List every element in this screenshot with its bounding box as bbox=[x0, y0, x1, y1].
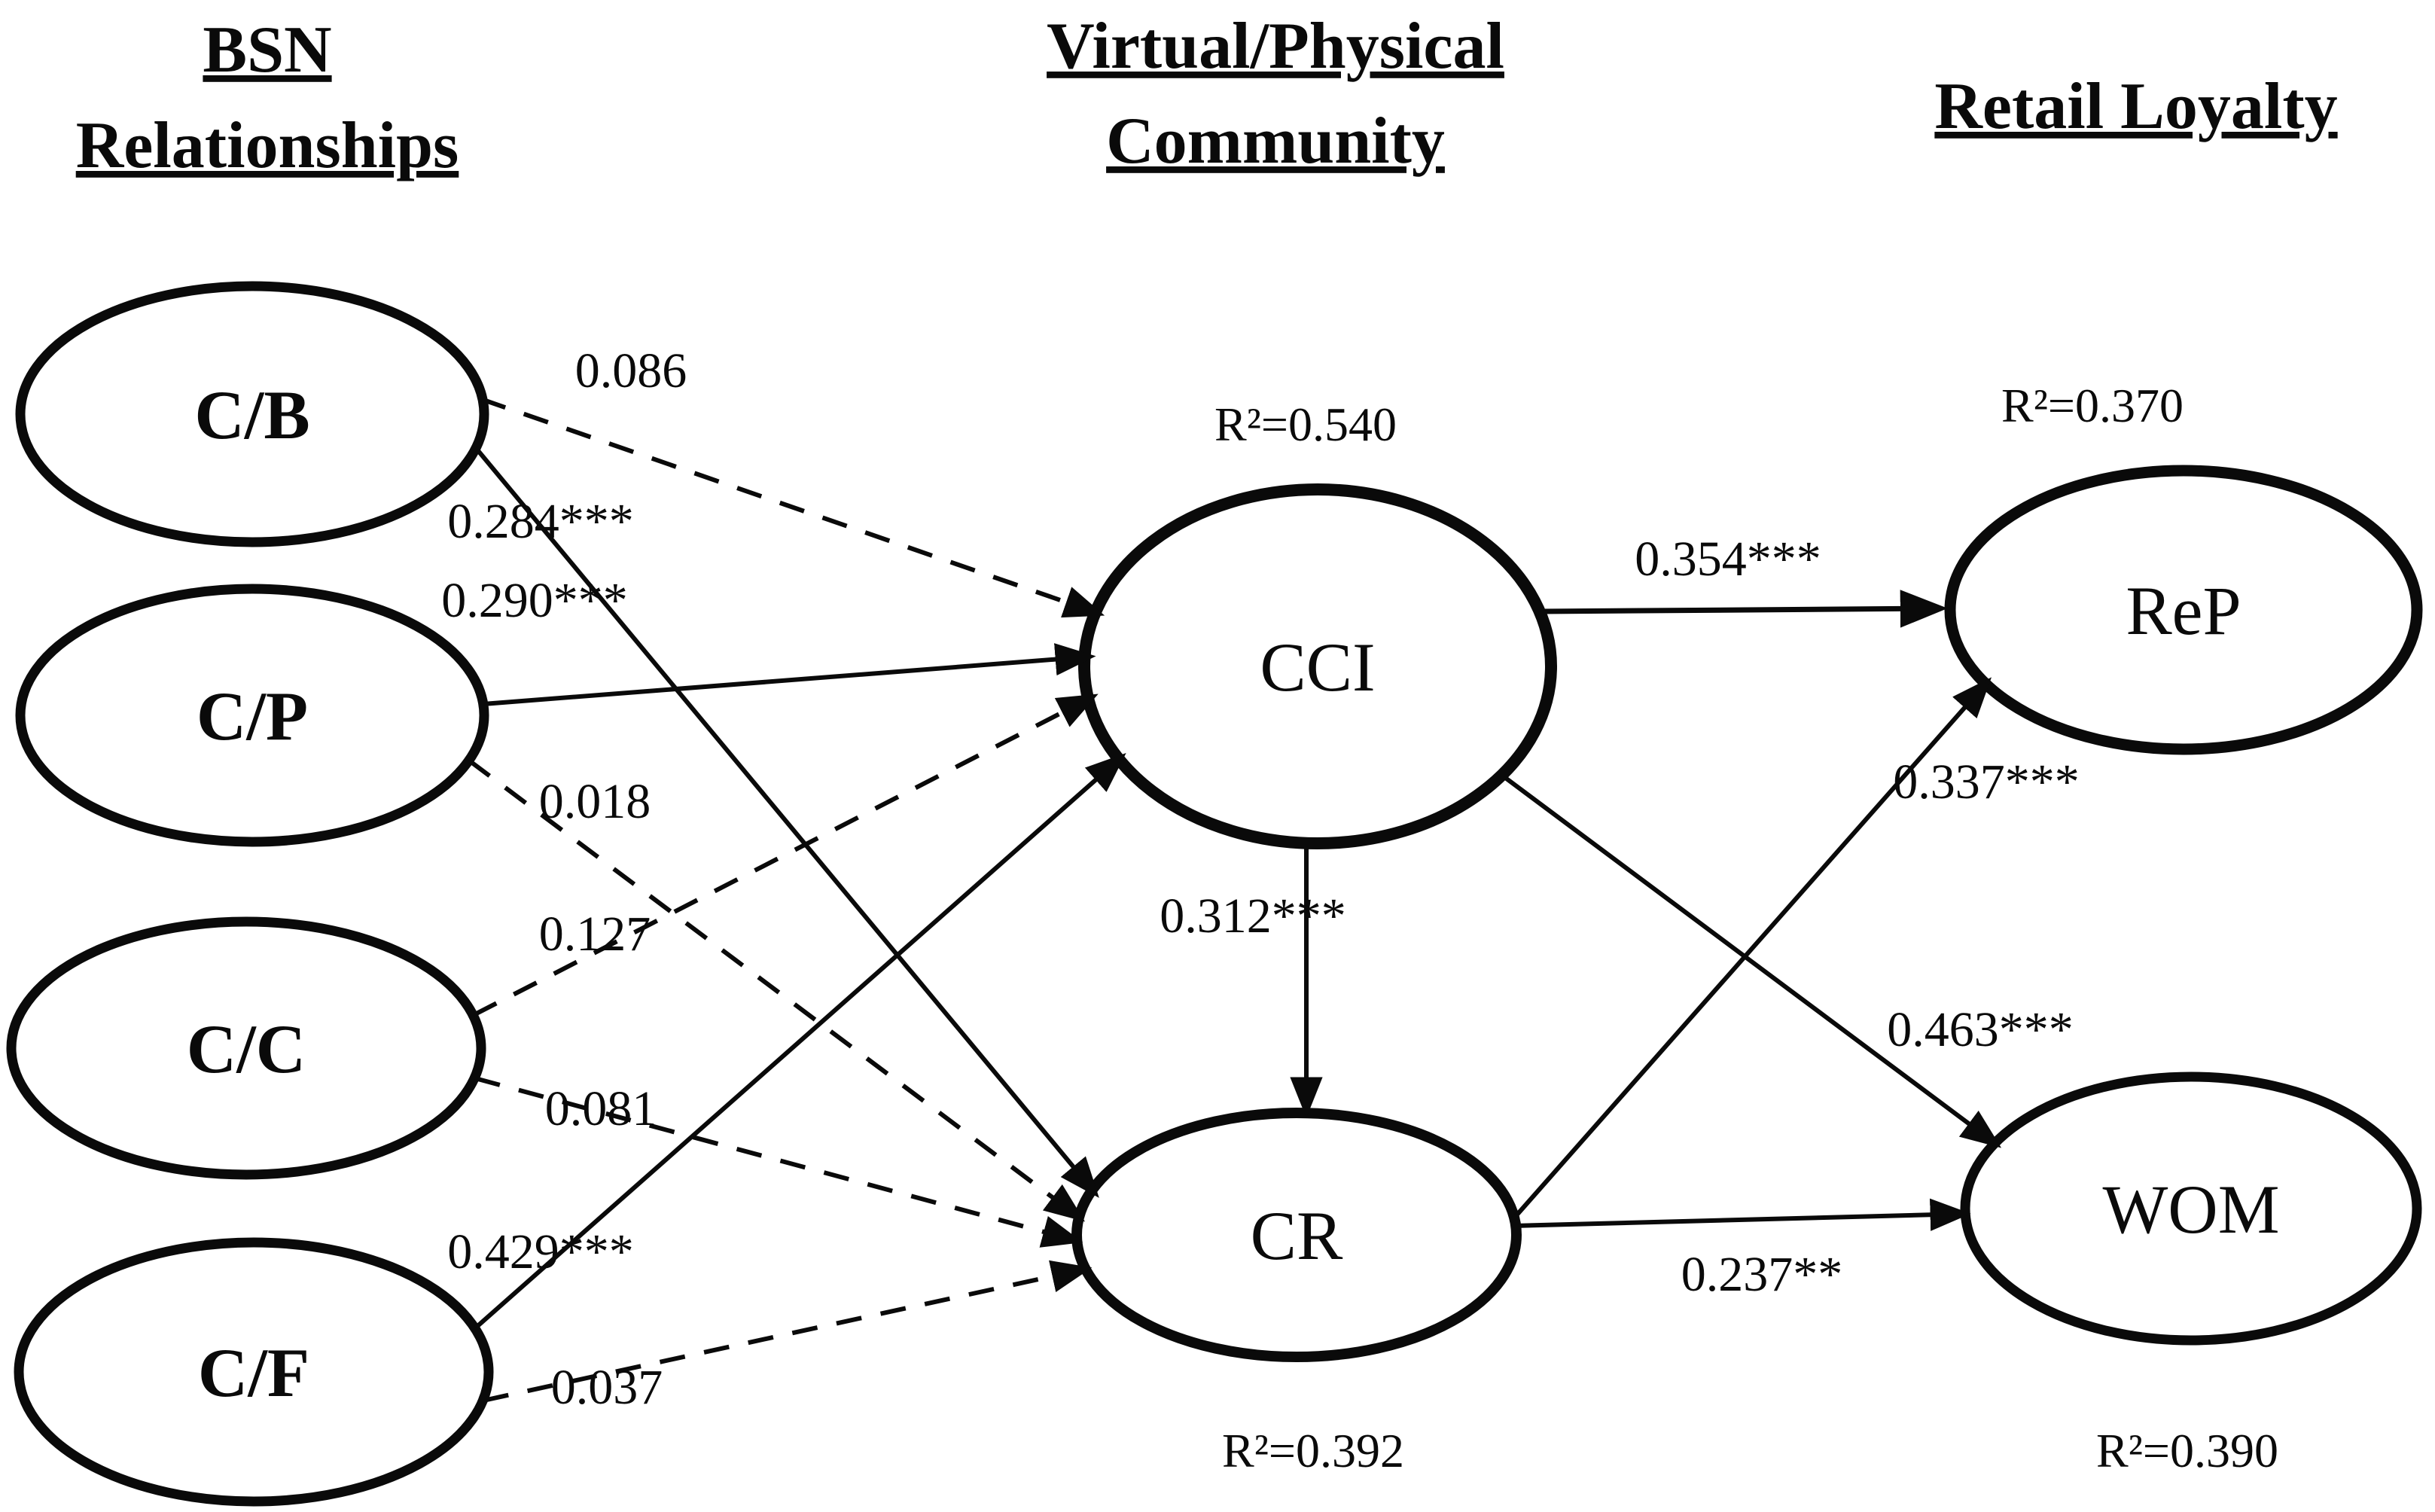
header-retail-loyalty: Retail Loyalty bbox=[1934, 70, 2337, 143]
coef-cf-cr: 0.037 bbox=[551, 1360, 663, 1415]
edge-cci-wom-line bbox=[1503, 775, 2002, 1148]
r2-cci: R²=0.540 bbox=[1214, 398, 1397, 451]
coef-cr-rep: 0.337*** bbox=[1893, 754, 2080, 809]
header-bsn-line1: BSN bbox=[203, 14, 331, 87]
node-cc-ellipse bbox=[6, 916, 486, 1180]
edge-cc-cci-line bbox=[472, 694, 1099, 1017]
node-cb-label: C/B bbox=[194, 376, 309, 453]
coef-cb-cci: 0.086 bbox=[575, 343, 687, 398]
coef-cci-rep: 0.354*** bbox=[1635, 532, 1821, 587]
coefficient-labels: 0.086 0.284*** 0.290*** 0.018 0.127 0.08… bbox=[441, 343, 2080, 1415]
coef-cf-cci: 0.429*** bbox=[447, 1224, 634, 1279]
edge-cr-rep-line bbox=[1509, 677, 1992, 1223]
coef-cb-cr: 0.284*** bbox=[447, 494, 634, 549]
node-cp-label: C/P bbox=[197, 678, 308, 754]
node-cb-ellipse bbox=[15, 281, 489, 547]
node-cci-label: CCI bbox=[1260, 629, 1375, 706]
coef-cc-cr: 0.081 bbox=[545, 1081, 657, 1136]
header-vpc-line2: Community bbox=[1106, 105, 1445, 178]
edge-cf-cci-line bbox=[474, 752, 1126, 1330]
edge-cb-cci-line bbox=[480, 397, 1105, 618]
node-cr-label: CR bbox=[1251, 1197, 1343, 1274]
r2-wom: R²=0.390 bbox=[2096, 1424, 2278, 1477]
r2-cr: R²=0.392 bbox=[1222, 1424, 1404, 1477]
coef-cci-cr: 0.312*** bbox=[1160, 889, 1346, 943]
edge-cb-cr-line bbox=[474, 447, 1099, 1198]
coef-cp-cci: 0.290*** bbox=[441, 573, 628, 628]
coef-cci-wom: 0.463*** bbox=[1887, 1002, 2074, 1057]
r2-rep: R²=0.370 bbox=[2001, 379, 2184, 432]
header-bsn-line2: Relationships bbox=[76, 109, 459, 182]
coef-cr-wom: 0.237** bbox=[1681, 1247, 1843, 1302]
edge-cp-cci-line bbox=[483, 643, 1096, 706]
node-labels: C/B C/P C/C C/F CCI CR ReP WOM bbox=[187, 376, 2280, 1411]
edge-cr-wom-line bbox=[1513, 1198, 1971, 1231]
node-cf-ellipse bbox=[14, 1237, 494, 1507]
coef-cc-cci: 0.127 bbox=[539, 907, 651, 962]
edge-cci-rep-line bbox=[1541, 590, 1948, 628]
edge-cc-cr-line bbox=[474, 1076, 1083, 1248]
node-cf-label: C/F bbox=[198, 1334, 309, 1411]
path-arrows bbox=[468, 397, 2002, 1403]
node-cc-label: C/C bbox=[187, 1011, 306, 1087]
edge-cf-cr-line bbox=[483, 1260, 1093, 1403]
node-cp-ellipse bbox=[15, 584, 489, 847]
node-rep-ellipse bbox=[1944, 465, 2423, 755]
node-rep-label: ReP bbox=[2126, 572, 2241, 649]
coef-cp-cr: 0.018 bbox=[539, 774, 651, 829]
header-vpc-line1: Virtual/Physical bbox=[1047, 10, 1504, 83]
edge-cp-cr-line bbox=[468, 758, 1086, 1222]
node-wom-label: WOM bbox=[2102, 1171, 2279, 1248]
column-headers: BSN Relationships Virtual/Physical Commu… bbox=[76, 10, 2338, 182]
r2-annotations: R²=0.540 R²=0.392 R²=0.370 R²=0.390 bbox=[1214, 379, 2278, 1477]
